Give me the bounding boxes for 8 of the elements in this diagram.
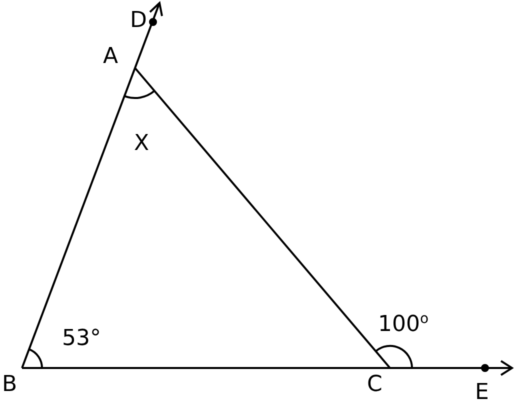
point-label: D [130, 10, 147, 32]
point-label: 100$^{o}$ [378, 312, 429, 336]
point-label: B [2, 374, 18, 396]
point-label: E [475, 382, 489, 404]
point-label: 53° [62, 328, 101, 350]
point-label: A [103, 46, 118, 68]
point-label: C [367, 374, 382, 396]
point-label: X [134, 133, 150, 155]
